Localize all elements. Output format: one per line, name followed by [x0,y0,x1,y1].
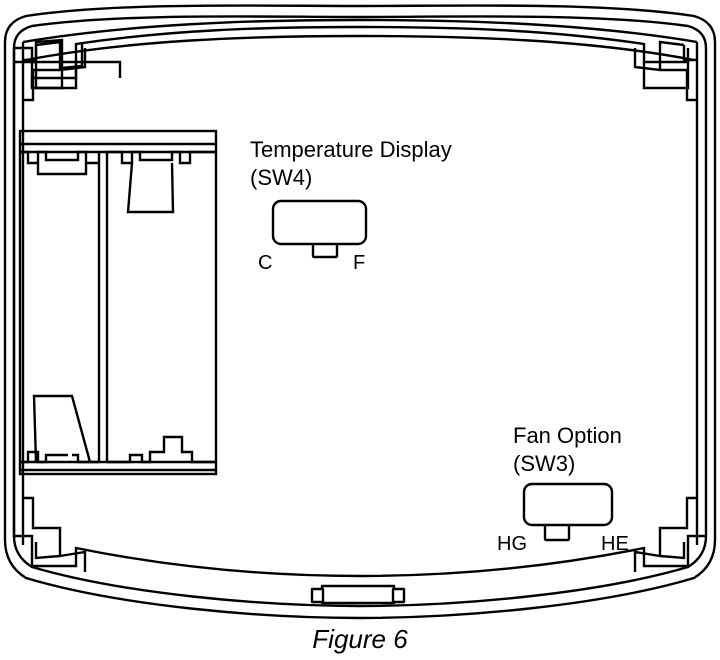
top-rim-step-profile [14,25,690,64]
rail-center-divider [97,152,109,462]
outer-shell-outline [3,4,717,620]
latch-nub-left [310,587,325,604]
latch-main-bar [320,584,396,605]
chassis-outline-path [12,48,706,578]
corner-steps [14,38,698,572]
corner-step-top-left [14,38,84,90]
corner-step-top-right [633,40,698,102]
corner-notch-top-left [22,40,87,102]
top-inner-step-edge-right [642,62,690,90]
rail-top-left-terminal-notch [20,150,99,176]
sw4-switch-body[interactable] [271,199,368,246]
rail-bottom-trapezoid [32,394,92,463]
inner-chassis-outline [12,18,706,578]
rail-block-outer [18,129,218,476]
sw4-left-label: C [258,252,272,274]
sw3-right-label: HE [601,533,629,555]
enclosure-outer-shell [3,4,717,620]
sw3-title-label: Fan Option [513,423,622,448]
sw3-switch-body[interactable] [522,482,614,527]
sw4-designator-label: (SW4) [250,165,312,190]
chassis-interior-frame [21,18,699,545]
sw3-left-label: HG [497,533,527,555]
switch-sw4-group[interactable] [271,199,368,259]
sw4-right-label: F [353,252,365,274]
top-inner-step-edge [30,62,78,90]
figure-caption: Figure 6 [312,624,408,654]
rail-bottom-right-terminal-notch [107,435,216,464]
switch-sw3-group[interactable] [522,482,614,542]
sw3-designator-label: (SW3) [513,451,575,476]
top-rim-band [14,25,695,90]
top-arc-third [25,34,695,62]
bottom-center-latch [310,584,406,605]
sw4-title-label: Temperature Display [250,137,452,162]
rail-top-trapezoid [126,162,175,214]
left-terminal-rail-assembly [18,129,218,476]
corner-step-bottom-left [22,496,87,572]
corner-step-bottom-right [633,496,698,572]
latch-nub-right [391,587,406,604]
rail-bottom-left-terminal-notch [20,450,99,464]
rail-top-right-terminal-notch [107,150,216,165]
